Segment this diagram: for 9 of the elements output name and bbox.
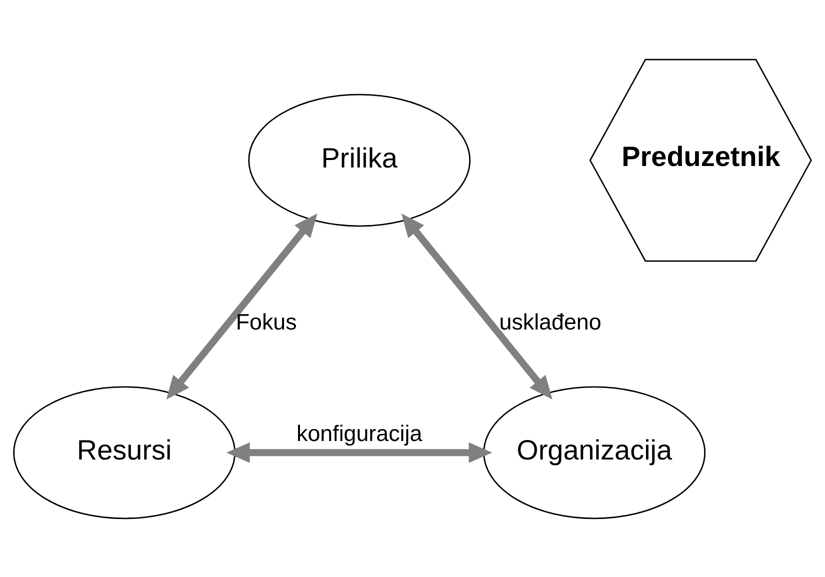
edge-label: Fokus (236, 308, 297, 334)
arrow (226, 442, 492, 462)
node-ellipse: Prilika (248, 93, 471, 226)
arrow (401, 213, 552, 400)
node-ellipse: Organizacija (483, 386, 706, 519)
node-ellipse: Resursi (13, 386, 236, 519)
arrow (166, 213, 318, 400)
edge-label: usklađeno (499, 308, 602, 334)
edge-label: konfiguracija (296, 420, 422, 446)
